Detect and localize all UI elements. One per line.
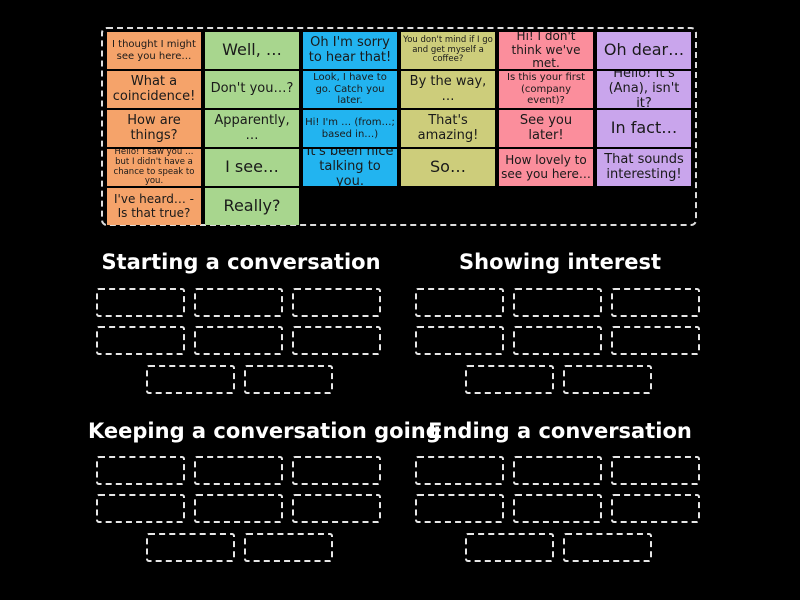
- drop-slot-keeping-going[interactable]: [96, 456, 185, 485]
- drop-slot-keeping-going[interactable]: [194, 494, 283, 523]
- drop-slot-ending[interactable]: [611, 494, 700, 523]
- group-title-keeping-going: Keeping a conversation going: [88, 419, 441, 443]
- drop-slot-showing-interest[interactable]: [611, 326, 700, 355]
- drop-slot-starting[interactable]: [244, 365, 333, 394]
- answer-card[interactable]: It's been nice talking to you.: [303, 149, 397, 186]
- drop-slot-showing-interest[interactable]: [513, 288, 602, 317]
- group-title-starting: Starting a conversation: [101, 250, 381, 274]
- answer-card[interactable]: Hi! I don't think we've met.: [499, 32, 593, 69]
- drop-slot-ending[interactable]: [513, 494, 602, 523]
- answer-card[interactable]: Oh dear…: [597, 32, 691, 69]
- drop-slot-showing-interest[interactable]: [513, 326, 602, 355]
- answer-card[interactable]: Hello! I saw you … but I didn't have a c…: [107, 149, 201, 186]
- drop-slot-keeping-going[interactable]: [146, 533, 235, 562]
- answer-card[interactable]: In fact…: [597, 110, 691, 147]
- drop-slot-showing-interest[interactable]: [415, 288, 504, 317]
- answer-card[interactable]: So…: [401, 149, 495, 186]
- answer-card[interactable]: I've heard… - Is that true?: [107, 188, 201, 225]
- drop-slot-ending[interactable]: [415, 494, 504, 523]
- drop-slot-keeping-going[interactable]: [194, 456, 283, 485]
- drop-slot-showing-interest[interactable]: [563, 365, 652, 394]
- drop-slot-starting[interactable]: [96, 326, 185, 355]
- drop-slot-starting[interactable]: [292, 288, 381, 317]
- answer-card[interactable]: You don't mind if I go and get myself a …: [401, 32, 495, 69]
- answer-card[interactable]: That's amazing!: [401, 110, 495, 147]
- answer-card[interactable]: See you later!: [499, 110, 593, 147]
- drop-slot-ending[interactable]: [563, 533, 652, 562]
- answer-card[interactable]: That sounds interesting!: [597, 149, 691, 186]
- answer-card[interactable]: How lovely to see you here…: [499, 149, 593, 186]
- answer-card[interactable]: Is this your first (company event)?: [499, 71, 593, 108]
- answer-card[interactable]: How are things?: [107, 110, 201, 147]
- answer-card[interactable]: Well, …: [205, 32, 299, 69]
- drop-slot-keeping-going[interactable]: [292, 456, 381, 485]
- group-title-showing-interest: Showing interest: [459, 250, 661, 274]
- answer-card[interactable]: Oh I'm sorry to hear that!: [303, 32, 397, 69]
- answer-card[interactable]: I see…: [205, 149, 299, 186]
- drop-slot-ending[interactable]: [415, 456, 504, 485]
- drop-slot-starting[interactable]: [146, 365, 235, 394]
- drop-slot-ending[interactable]: [465, 533, 554, 562]
- card-tray: I thought I might see you here…Well, …Oh…: [101, 27, 697, 226]
- answer-card[interactable]: Look, I have to go. Catch you later.: [303, 71, 397, 108]
- drop-slot-showing-interest[interactable]: [465, 365, 554, 394]
- drop-slot-starting[interactable]: [194, 326, 283, 355]
- answer-card[interactable]: By the way, …: [401, 71, 495, 108]
- drop-slot-keeping-going[interactable]: [244, 533, 333, 562]
- drop-slot-showing-interest[interactable]: [415, 326, 504, 355]
- drop-slot-ending[interactable]: [513, 456, 602, 485]
- answer-card[interactable]: Apparently, …: [205, 110, 299, 147]
- drop-slot-starting[interactable]: [194, 288, 283, 317]
- drop-slot-keeping-going[interactable]: [292, 494, 381, 523]
- drop-slot-ending[interactable]: [611, 456, 700, 485]
- answer-card[interactable]: I thought I might see you here…: [107, 32, 201, 69]
- drop-slot-keeping-going[interactable]: [96, 494, 185, 523]
- answer-card[interactable]: Really?: [205, 188, 299, 225]
- drop-slot-starting[interactable]: [292, 326, 381, 355]
- drop-slot-showing-interest[interactable]: [611, 288, 700, 317]
- answer-card[interactable]: Hi! I'm … (from…; based in…): [303, 110, 397, 147]
- group-title-ending: Ending a conversation: [428, 419, 692, 443]
- drop-slot-starting[interactable]: [96, 288, 185, 317]
- answer-card[interactable]: Don't you…?: [205, 71, 299, 108]
- answer-card[interactable]: Hello! It's (Ana), isn't it?: [597, 71, 691, 108]
- answer-card[interactable]: What a coincidence!: [107, 71, 201, 108]
